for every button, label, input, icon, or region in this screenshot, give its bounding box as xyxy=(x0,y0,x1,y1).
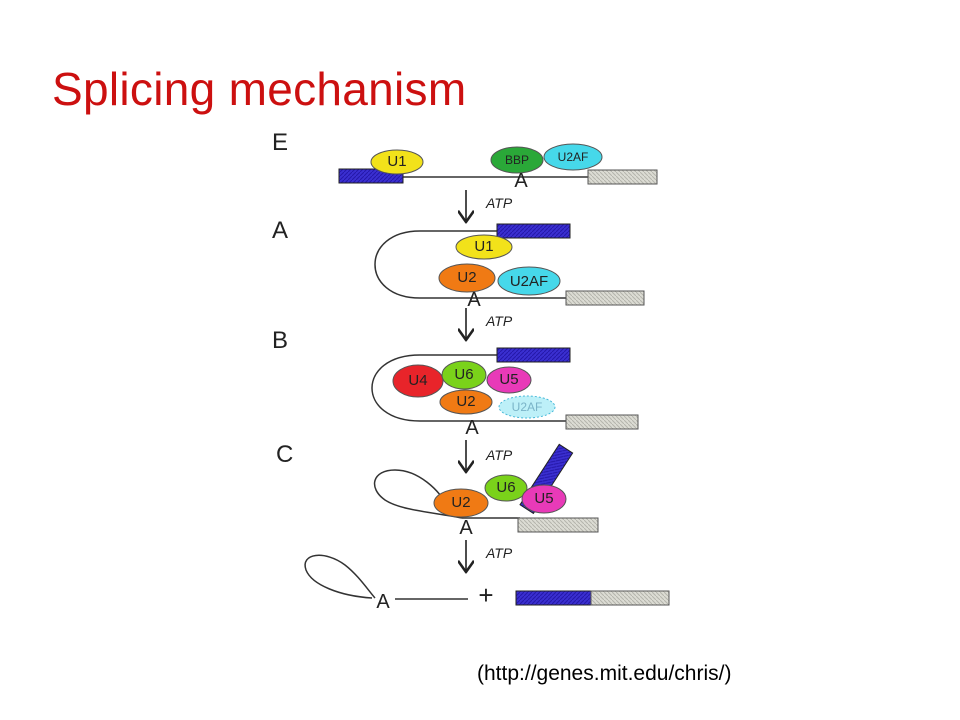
branch-point-a: A xyxy=(376,591,390,613)
stage-b-complex: U4 U6 U5 U2 U2AF A xyxy=(371,347,639,439)
atp-label: ATP xyxy=(485,195,513,211)
exon-3prime xyxy=(565,414,639,430)
u2af-label: U2AF xyxy=(558,150,589,164)
exon-5prime xyxy=(496,223,571,239)
atp-label: ATP xyxy=(485,447,513,463)
u2-snrnp xyxy=(439,389,493,415)
u6-label: U6 xyxy=(454,366,473,383)
u2af-protein-departing xyxy=(498,395,556,419)
stage-e-complex: U1 BBP U2AF A xyxy=(338,143,658,192)
u1-label: U1 xyxy=(474,238,493,255)
u4-label: U4 xyxy=(408,372,427,389)
u2-label: U2 xyxy=(456,393,475,410)
u2af-label: U2AF xyxy=(512,400,543,414)
exon-3prime xyxy=(565,290,645,306)
splicing-products: A + xyxy=(304,554,670,613)
u2af-protein xyxy=(543,143,603,171)
slide-title: Splicing mechanism xyxy=(52,63,467,115)
u5-label: U5 xyxy=(534,490,553,507)
branch-point-a: A xyxy=(467,289,481,311)
u5-snrnp xyxy=(521,484,567,514)
bbp-label: BBP xyxy=(505,153,529,167)
intron-lariat xyxy=(373,469,463,519)
u2-label: U2 xyxy=(451,494,470,511)
spliced-exon-5prime xyxy=(515,590,592,606)
stage-c-complex: U2 U6 U5 A xyxy=(373,443,599,539)
stage-label-b: B xyxy=(272,327,288,354)
u2-snrnp xyxy=(438,263,496,293)
exon-5prime xyxy=(496,347,571,363)
u6-snrnp xyxy=(441,360,487,390)
u5-label: U5 xyxy=(499,371,518,388)
exon-3prime xyxy=(517,517,599,533)
u1-snrnp xyxy=(370,149,424,175)
u1-label: U1 xyxy=(387,153,406,170)
u2-label: U2 xyxy=(457,269,476,286)
u5-snrnp xyxy=(486,366,532,394)
lariat-intron xyxy=(304,554,376,599)
atp-label: ATP xyxy=(485,545,513,561)
u6-snrnp xyxy=(484,474,528,502)
u2-snrnp xyxy=(433,488,489,518)
intron-loop xyxy=(374,230,566,299)
branch-point-a: A xyxy=(514,170,528,192)
u6-label: U6 xyxy=(496,479,515,496)
source-credit: (http://genes.mit.edu/chris/) xyxy=(477,662,732,685)
u2af-protein xyxy=(497,266,561,296)
branch-point-a: A xyxy=(459,517,473,539)
intron-loop xyxy=(371,354,568,422)
spliced-exon-3prime xyxy=(590,590,670,606)
plus-sign: + xyxy=(478,580,493,610)
bbp-protein xyxy=(490,146,544,174)
stage-a-complex: U1 U2 U2AF A xyxy=(374,223,645,311)
u4-snrnp xyxy=(392,364,444,398)
u1-snrnp xyxy=(455,234,513,260)
stage-label-e: E xyxy=(272,129,288,156)
u2af-label: U2AF xyxy=(510,273,548,290)
stage-label-a: A xyxy=(272,217,288,244)
stage-label-c: C xyxy=(276,441,293,468)
atp-label: ATP xyxy=(485,313,513,329)
branch-point-a: A xyxy=(465,417,479,439)
exon-3prime xyxy=(587,169,658,185)
